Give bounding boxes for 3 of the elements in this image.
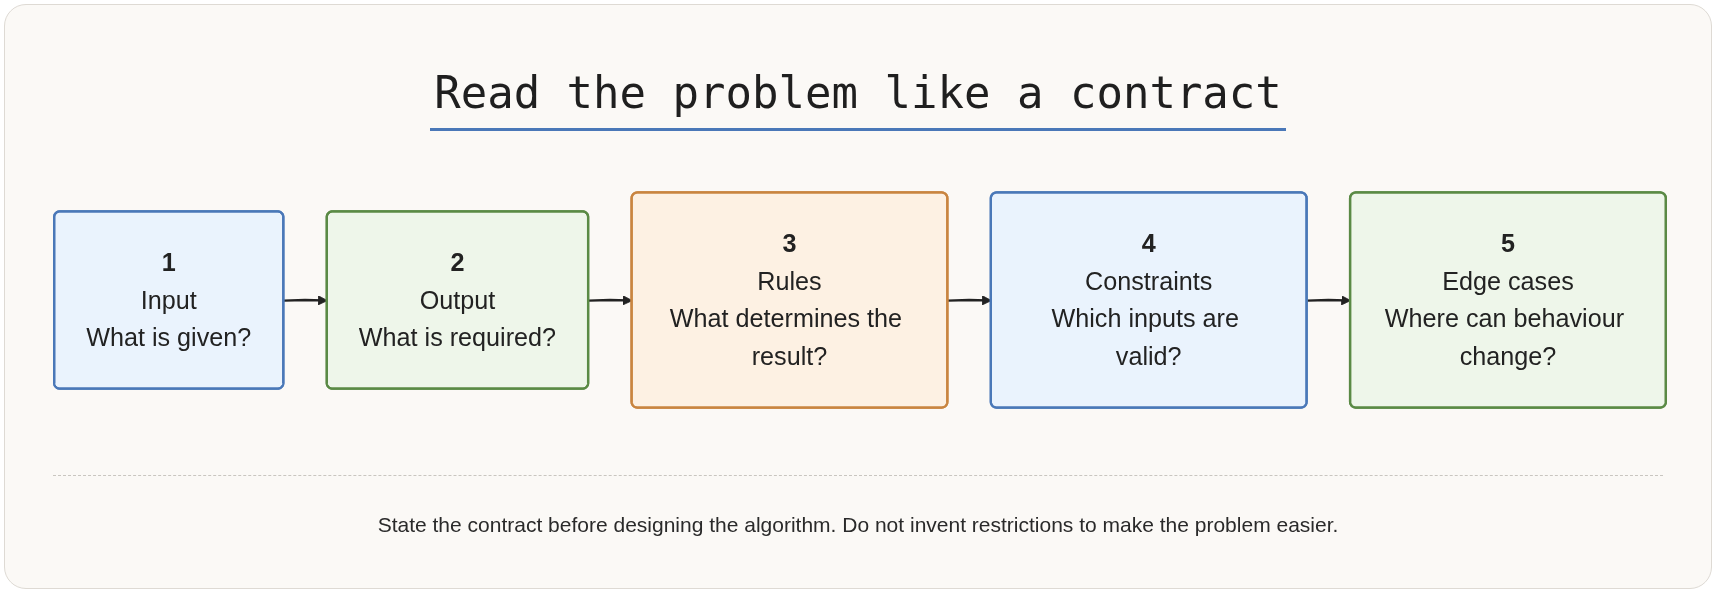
card-background: Read the problem like a contract 1 Input What is given? 2 Output What is required? 3 Rules What determines the result? 4 Constraints Which inputs are valid? 5 Edge cases Where can behaviour change? State the contract before designing the algorithm. Do not invent restrictions to make the problem easier. [4,4,1712,589]
title: Read the problem like a contract [430,67,1286,131]
caption: State the contract before designing the algorithm. Do not invent restrictions to make the problem easier. [377,513,1339,536]
